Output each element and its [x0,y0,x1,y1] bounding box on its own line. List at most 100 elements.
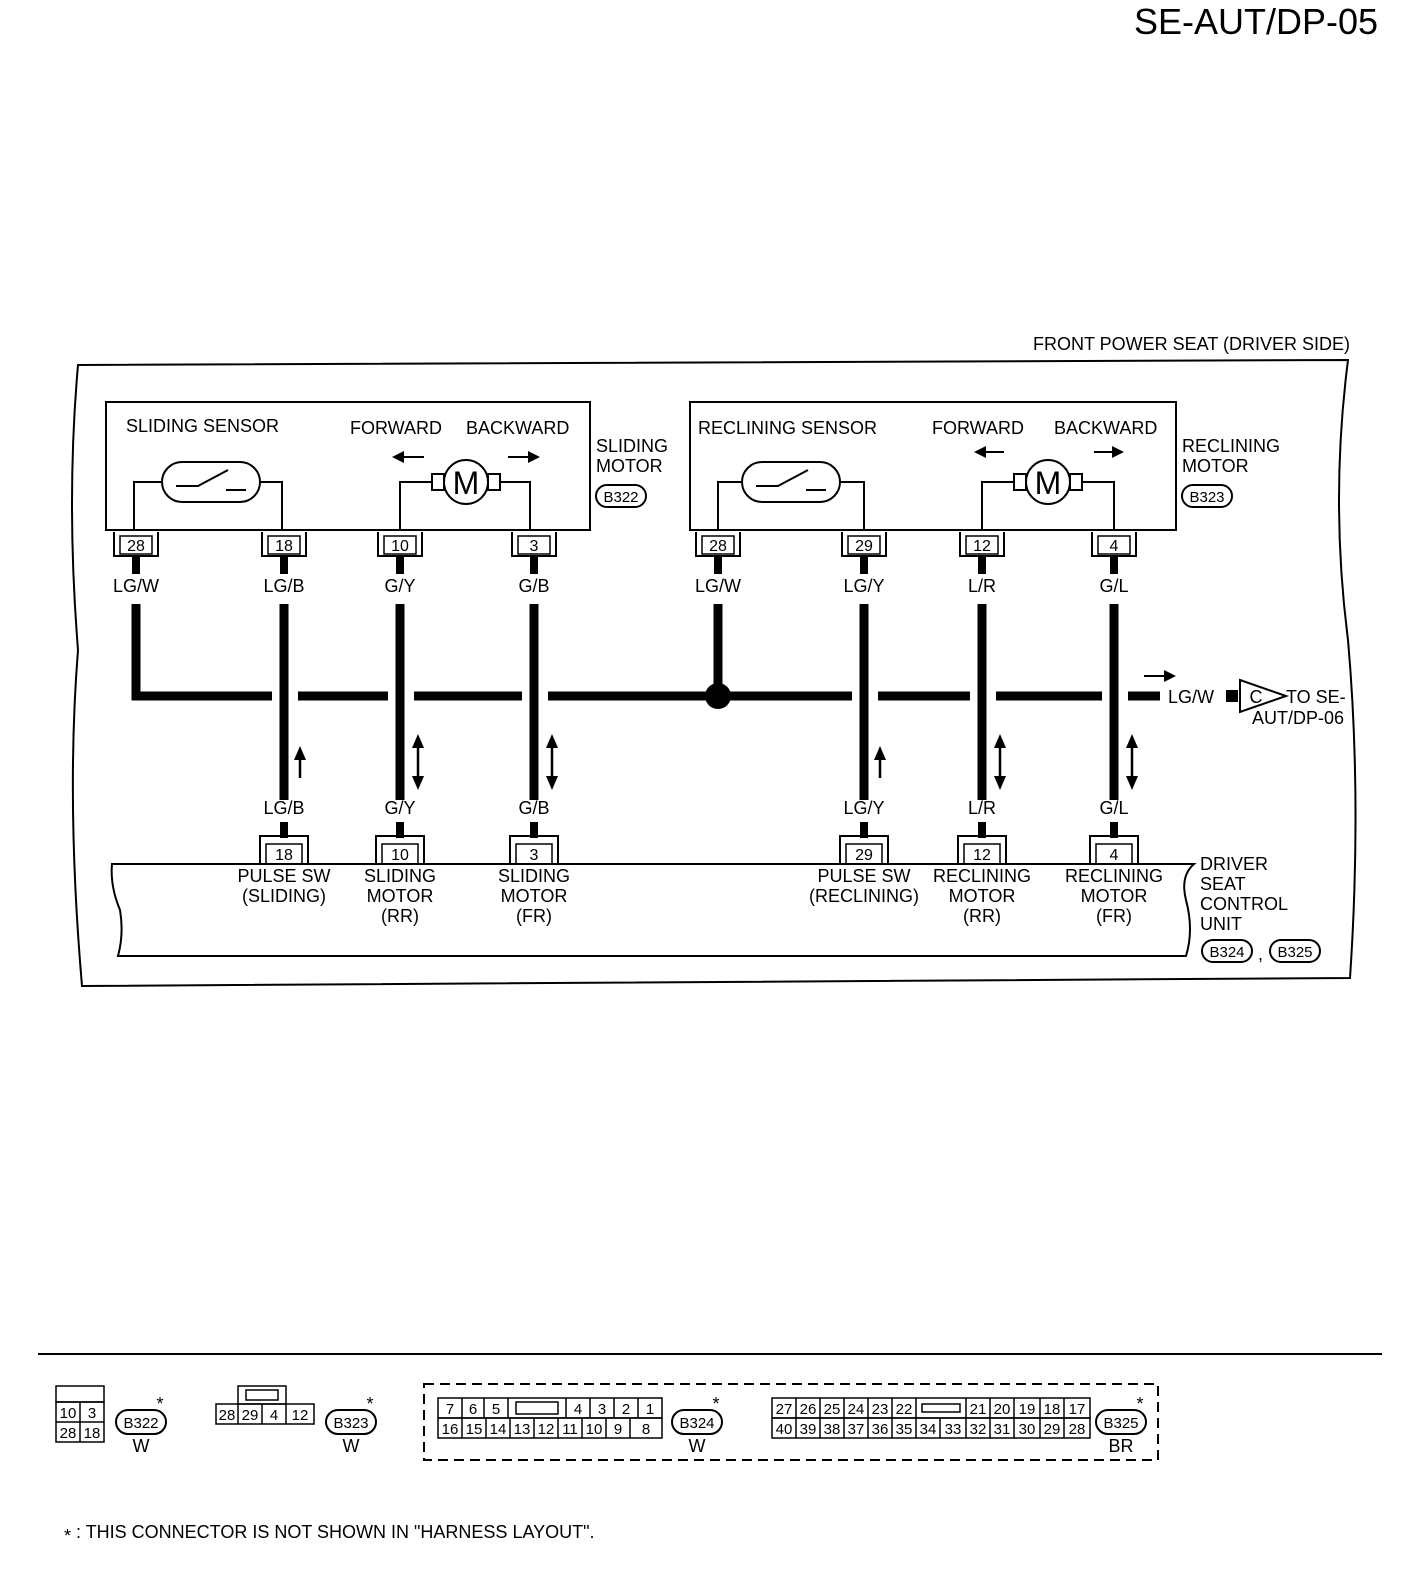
b325-pin: 38 [824,1421,841,1438]
b325-pin: 27 [776,1401,793,1418]
b325-connector-badge [1269,939,1321,963]
terminal-label: RECLINING [1065,866,1163,886]
b325-pin: 28 [1069,1421,1086,1438]
bottom-wire-color: G/Y [384,798,415,818]
bottom-pin-number: 18 [275,847,293,864]
page-code: SE-AUT/DP-05 [1134,1,1378,42]
b324-pin: 13 [514,1421,531,1438]
b324-pin: 7 [446,1401,454,1418]
bottom-wire-color: G/L [1099,798,1128,818]
b324-star: * [712,1394,719,1414]
b324-pin: 3 [598,1401,606,1418]
b324-pin: 9 [614,1421,622,1438]
b323-connector-face [215,1385,315,1425]
reclining-motor-symbol: M [1035,465,1062,501]
frame-label: FRONT POWER SEAT (DRIVER SIDE) [1033,334,1350,354]
control-unit-connector-group [423,1383,1159,1461]
top-pin-number: 28 [127,538,145,555]
top-pin-number: 29 [855,538,873,555]
footnote: : THIS CONNECTOR IS NOT SHOWN IN "HARNES… [76,1522,595,1542]
bottom-pin-tab [375,835,425,865]
b323-id: B323 [333,1415,368,1432]
b324-pin: 1 [646,1401,654,1418]
b325-pin: 18 [1044,1401,1061,1418]
b324-id-badge [671,1409,723,1435]
sliding-motor-name-2: MOTOR [596,456,663,476]
bidirectional-arrow-icon [994,734,1006,790]
b325-pin: 35 [896,1421,913,1438]
top-wire-color: G/B [518,576,549,596]
b323-star: * [366,1394,373,1414]
terminal-label: (FR) [1096,906,1132,926]
top-wire-color: LG/B [263,576,304,596]
reclining-motor-icon [981,459,1115,530]
b325-pin: 21 [970,1401,987,1418]
top-wire-color: G/L [1099,576,1128,596]
reclining-sensor-icon [717,461,865,530]
b323-id-badge [325,1409,377,1435]
b322-pin: 10 [60,1405,77,1422]
b324-pin: 4 [574,1401,582,1418]
reclining-motor-box [689,401,1177,531]
b324-pin: 15 [466,1421,483,1438]
b322-badge-text: B322 [603,489,638,506]
bottom-pin-number: 10 [391,847,409,864]
b325-pin: 33 [945,1421,962,1438]
bottom-wire-color: L/R [968,798,996,818]
reclining-backward-arrow-icon [1094,446,1124,458]
bottom-pin-tab [839,835,889,865]
b325-pin: 31 [994,1421,1011,1438]
b325-pin: 19 [1019,1401,1036,1418]
wire-stubs [132,556,1118,574]
bottom-wire-color: LG/Y [843,798,884,818]
sliding-motor-symbol: M [453,465,480,501]
control-unit-outline [110,863,1197,957]
b325-star: * [1136,1394,1143,1414]
top-pin-tab [1091,532,1137,557]
bottom-pin-number: 4 [1110,847,1119,864]
b322-connector-face [55,1385,105,1443]
b325-pin: 36 [872,1421,889,1438]
splice-point [705,683,731,709]
reclining-forward-label: FORWARD [932,418,1024,438]
b325-pin: 24 [848,1401,865,1418]
b324-pin: 5 [492,1401,500,1418]
b322-star: * [156,1394,163,1414]
b324-pin: 14 [490,1421,507,1438]
continuation-wire-color: LG/W [1168,687,1214,707]
b325-pin: 25 [824,1401,841,1418]
terminal-label: MOTOR [367,886,434,906]
sliding-sensor-label: SLIDING SENSOR [126,416,279,436]
seat-frame-outline [71,358,1357,988]
sliding-forward-label: FORWARD [350,418,442,438]
bidirectional-arrow-icon [412,734,424,790]
b322-id-badge [115,1409,167,1435]
bottom-pin-tab [957,835,1007,865]
b325-badge-text: B325 [1277,944,1312,961]
b322-id: B322 [123,1415,158,1432]
signal-wires [279,604,1119,800]
continuation-target-1: TO SE- [1286,687,1346,707]
bottom-pin-number: 12 [973,847,991,864]
b325-pin: 23 [872,1401,889,1418]
b324-pin: 6 [469,1401,477,1418]
terminal-label: (SLIDING) [242,886,326,906]
b325-pin: 30 [1019,1421,1036,1438]
off-page-connector-letter: C [1250,687,1263,707]
top-wire-color: LG/W [695,576,741,596]
b324-connector-face [437,1397,663,1439]
b322-connector-badge [595,484,647,508]
sliding-forward-arrow-icon [392,451,424,463]
off-page-connector-icon [1239,678,1290,714]
reclining-sensor-label: RECLINING SENSOR [698,418,877,438]
reclining-motor-name-2: MOTOR [1182,456,1249,476]
b325-pin: 17 [1069,1401,1086,1418]
terminal-label: (RR) [963,906,1001,926]
bottom-pin-number: 3 [530,847,539,864]
bidirectional-arrow-icon [1126,734,1138,790]
terminal-label: MOTOR [949,886,1016,906]
b325-pin: 37 [848,1421,865,1438]
bidirectional-arrow-icon [546,734,558,790]
top-pin-number: 12 [973,538,991,555]
